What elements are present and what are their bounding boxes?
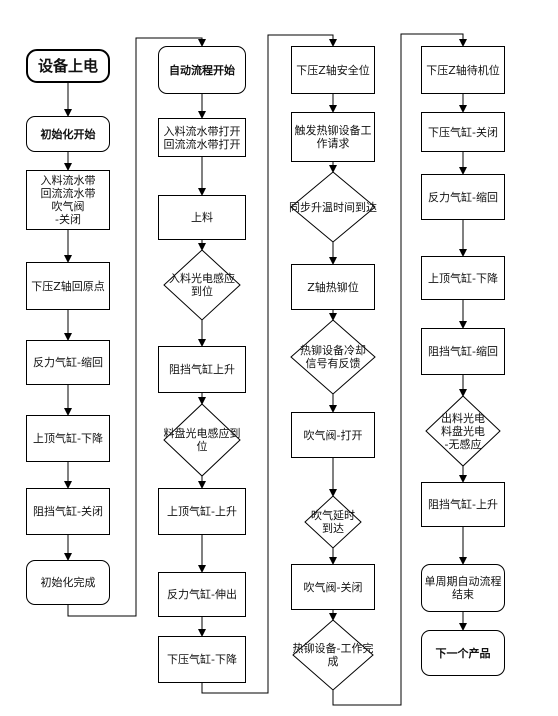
next-product-node: 下一个产品 — [421, 630, 505, 676]
decision-diamond-infeed — [163, 249, 241, 321]
decision-diamond-tray — [163, 403, 241, 477]
init-z-home-node: 下压Z轴回原点 — [26, 262, 110, 310]
react-cylinder-retract-node: 反力气缸-缩回 — [421, 174, 505, 220]
react-cylinder-out-node: 反力气缸-伸出 — [158, 572, 246, 617]
stop-cylinder-retract-node: 阻挡气缸-缩回 — [421, 328, 505, 375]
load-node: 上料 — [158, 195, 246, 240]
decision-diamond-blow-delay — [304, 495, 362, 549]
cooling-feedback-label: 热铆设备冷却 信号有反馈 — [300, 344, 366, 370]
power-on-node: 设备上电 — [26, 49, 110, 83]
tray-sensor-label: 料盘光电感应到 位 — [163, 427, 241, 453]
stop-cylinder-up-node: 阻挡气缸上升 — [158, 346, 246, 393]
z-safe-node: 下压Z轴安全位 — [291, 46, 375, 94]
init-done-node: 初始化完成 — [26, 560, 110, 605]
init-start-node: 初始化开始 — [26, 116, 110, 152]
trigger-request-node: 触发热铆设备工 作请求 — [291, 112, 375, 162]
init-stop-close-node: 阻挡气缸-关闭 — [26, 488, 110, 535]
press-cylinder-down-node: 下压气缸-下降 — [158, 636, 246, 683]
press-cylinder-close-node: 下压气缸-关闭 — [421, 112, 505, 152]
rivet-done-label: 热铆设备-工作完 成 — [292, 642, 374, 668]
blow-valve-close-node: 吹气阀-关闭 — [291, 564, 375, 610]
cycle-end-node: 单周期自动流程 结束 — [421, 564, 505, 612]
infeed-sensor-label: 入料光电感应 到位 — [169, 272, 235, 298]
decision-diamond-sync — [290, 171, 376, 243]
blow-delay-label: 吹气延时 到达 — [311, 509, 355, 535]
decision-diamond-rivet-done — [292, 619, 374, 691]
lift-cylinder-down-node: 上顶气缸-下降 — [421, 256, 505, 300]
init-react-retract-node: 反力气缸-缩回 — [26, 340, 110, 385]
z-hot-rivet-node: Z轴热铆位 — [291, 264, 375, 310]
blow-valve-open-node: 吹气阀-打开 — [291, 412, 375, 458]
decision-diamond-outfeed — [425, 395, 501, 467]
sync-heat-label: 同步升温时间到达 — [289, 200, 377, 214]
lift-cylinder-up-node: 上顶气缸-上升 — [158, 488, 246, 535]
decision-diamond-cooling — [290, 319, 376, 395]
init-lift-down-node: 上顶气缸-下降 — [26, 415, 110, 462]
stop-cylinder-up-final-node: 阻挡气缸-上升 — [421, 482, 505, 527]
init-close-valves-node: 入料流水带 回流流水带 吹气阀 -关闭 — [26, 170, 110, 230]
z-standby-node: 下压Z轴待机位 — [421, 46, 505, 94]
belts-open-node: 入料流水带打开 回流流水带打开 — [158, 118, 246, 157]
outfeed-sensor-label: 出料光电 料盘光电 -无感应 — [441, 411, 485, 451]
auto-start-node: 自动流程开始 — [158, 46, 246, 94]
